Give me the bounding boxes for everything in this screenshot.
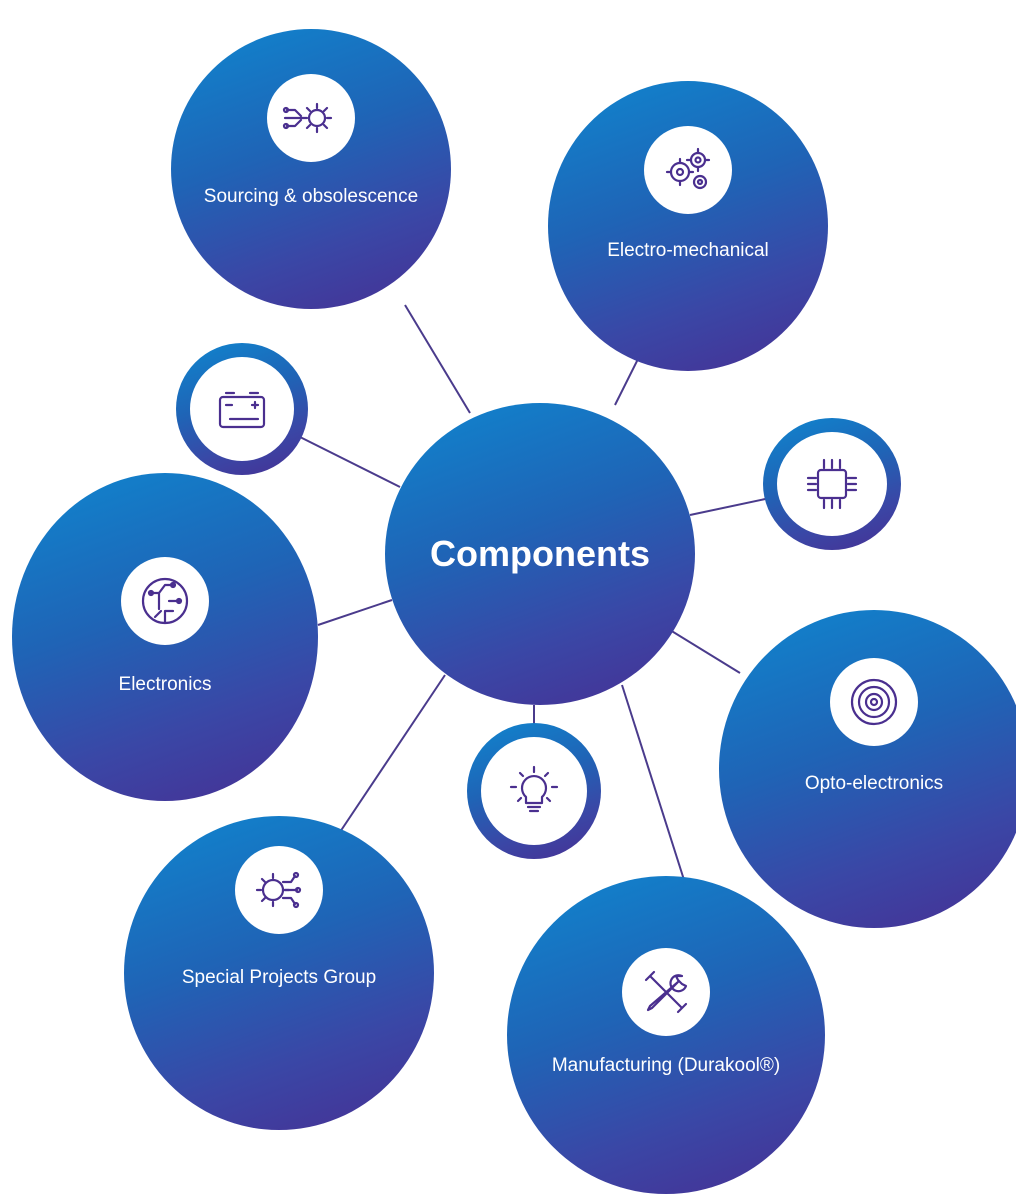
- line-manufacturing: [621, 684, 686, 884]
- gear-circuit-icon: [235, 846, 323, 934]
- node-special-label: Special Projects Group: [181, 967, 377, 988]
- battery-icon: [190, 357, 294, 461]
- lightbulb-icon: [481, 737, 587, 845]
- node-manufacturing-label: Manufacturing (Durakool®): [551, 1055, 781, 1076]
- node-manufacturing[interactable]: Manufacturing (Durakool®): [507, 876, 825, 1194]
- line-special: [339, 674, 446, 833]
- node-electromech-label: Electro-mechanical: [607, 240, 769, 261]
- node-opto[interactable]: Opto-electronics: [719, 610, 1016, 928]
- node-sourcing[interactable]: Sourcing & obsolescence: [171, 29, 451, 309]
- node-battery[interactable]: [176, 343, 308, 475]
- node-bulb[interactable]: [467, 723, 601, 859]
- circuit-board-icon: [121, 557, 209, 645]
- tools-icon: [622, 948, 710, 1036]
- node-sourcing-label: Sourcing & obsolescence: [203, 186, 419, 207]
- node-electronics[interactable]: Electronics: [12, 473, 318, 801]
- line-electromech: [614, 354, 641, 406]
- line-sourcing: [404, 304, 471, 414]
- node-opto-label: Opto-electronics: [804, 773, 944, 794]
- node-electronics-label: Electronics: [118, 674, 212, 695]
- node-electromech[interactable]: Electro-mechanical: [548, 81, 828, 371]
- node-chip[interactable]: [763, 418, 901, 550]
- node-special[interactable]: Special Projects Group: [124, 816, 434, 1130]
- lens-icon: [830, 658, 918, 746]
- line-opto: [669, 629, 741, 674]
- center-node[interactable]: Components: [385, 403, 695, 705]
- line-electronics: [317, 599, 393, 626]
- line-chip: [689, 497, 771, 516]
- gear-circuit-icon: [267, 74, 355, 162]
- microchip-icon: [777, 432, 887, 536]
- gears-icon: [644, 126, 732, 214]
- line-battery: [299, 436, 401, 488]
- center-title: Components: [430, 533, 650, 574]
